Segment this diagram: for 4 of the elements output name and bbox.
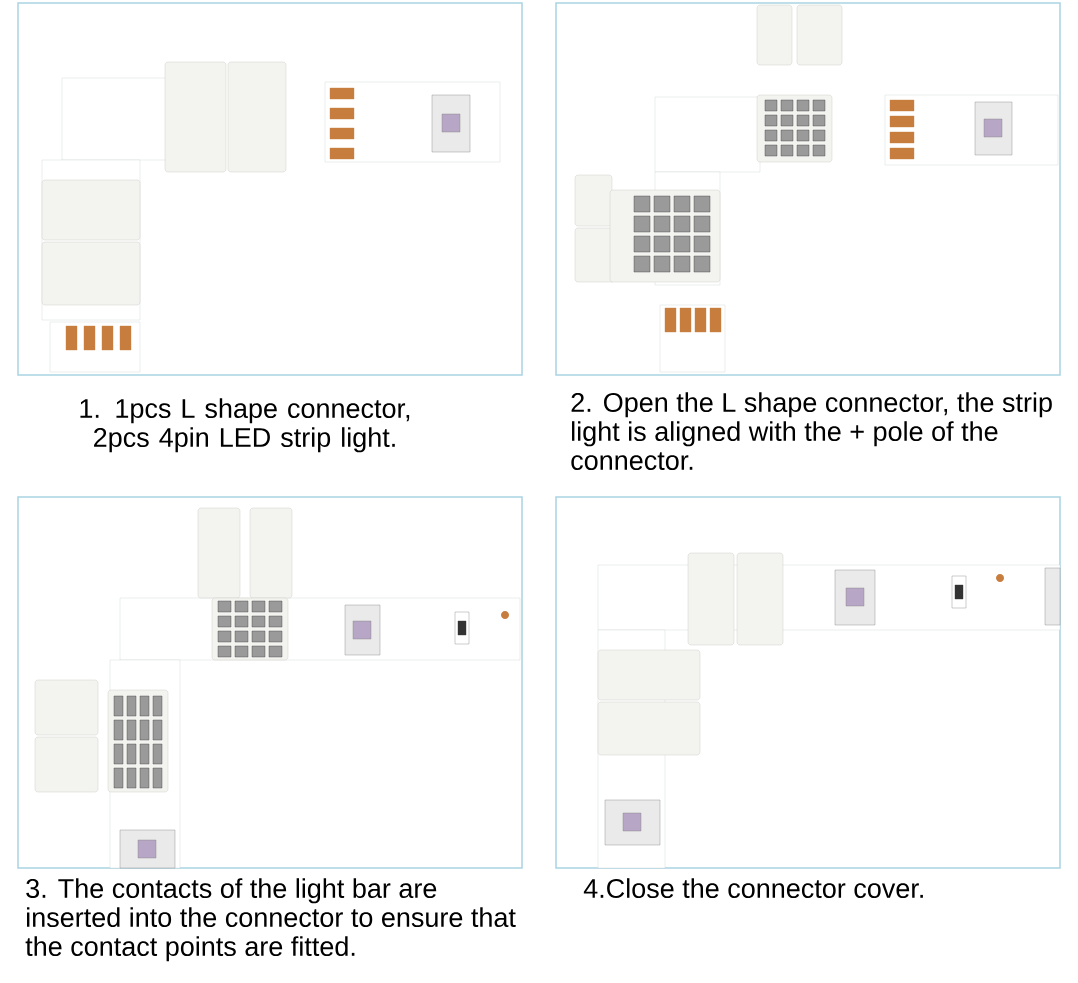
caption-text: 3. The contacts of the light bar are inserted into the connector to ensure that the contact points are fitted. [25,878,516,962]
caption-text: 4.Close the connector cover. [583,878,923,899]
caption-text: 1. 1pcs L shape connector, 2pcs 4pin LED strip light. [80,398,410,453]
caption-text: 2. Open the L shape connector, the strip light is aligned with the + pole of the connector. [571,392,1052,471]
